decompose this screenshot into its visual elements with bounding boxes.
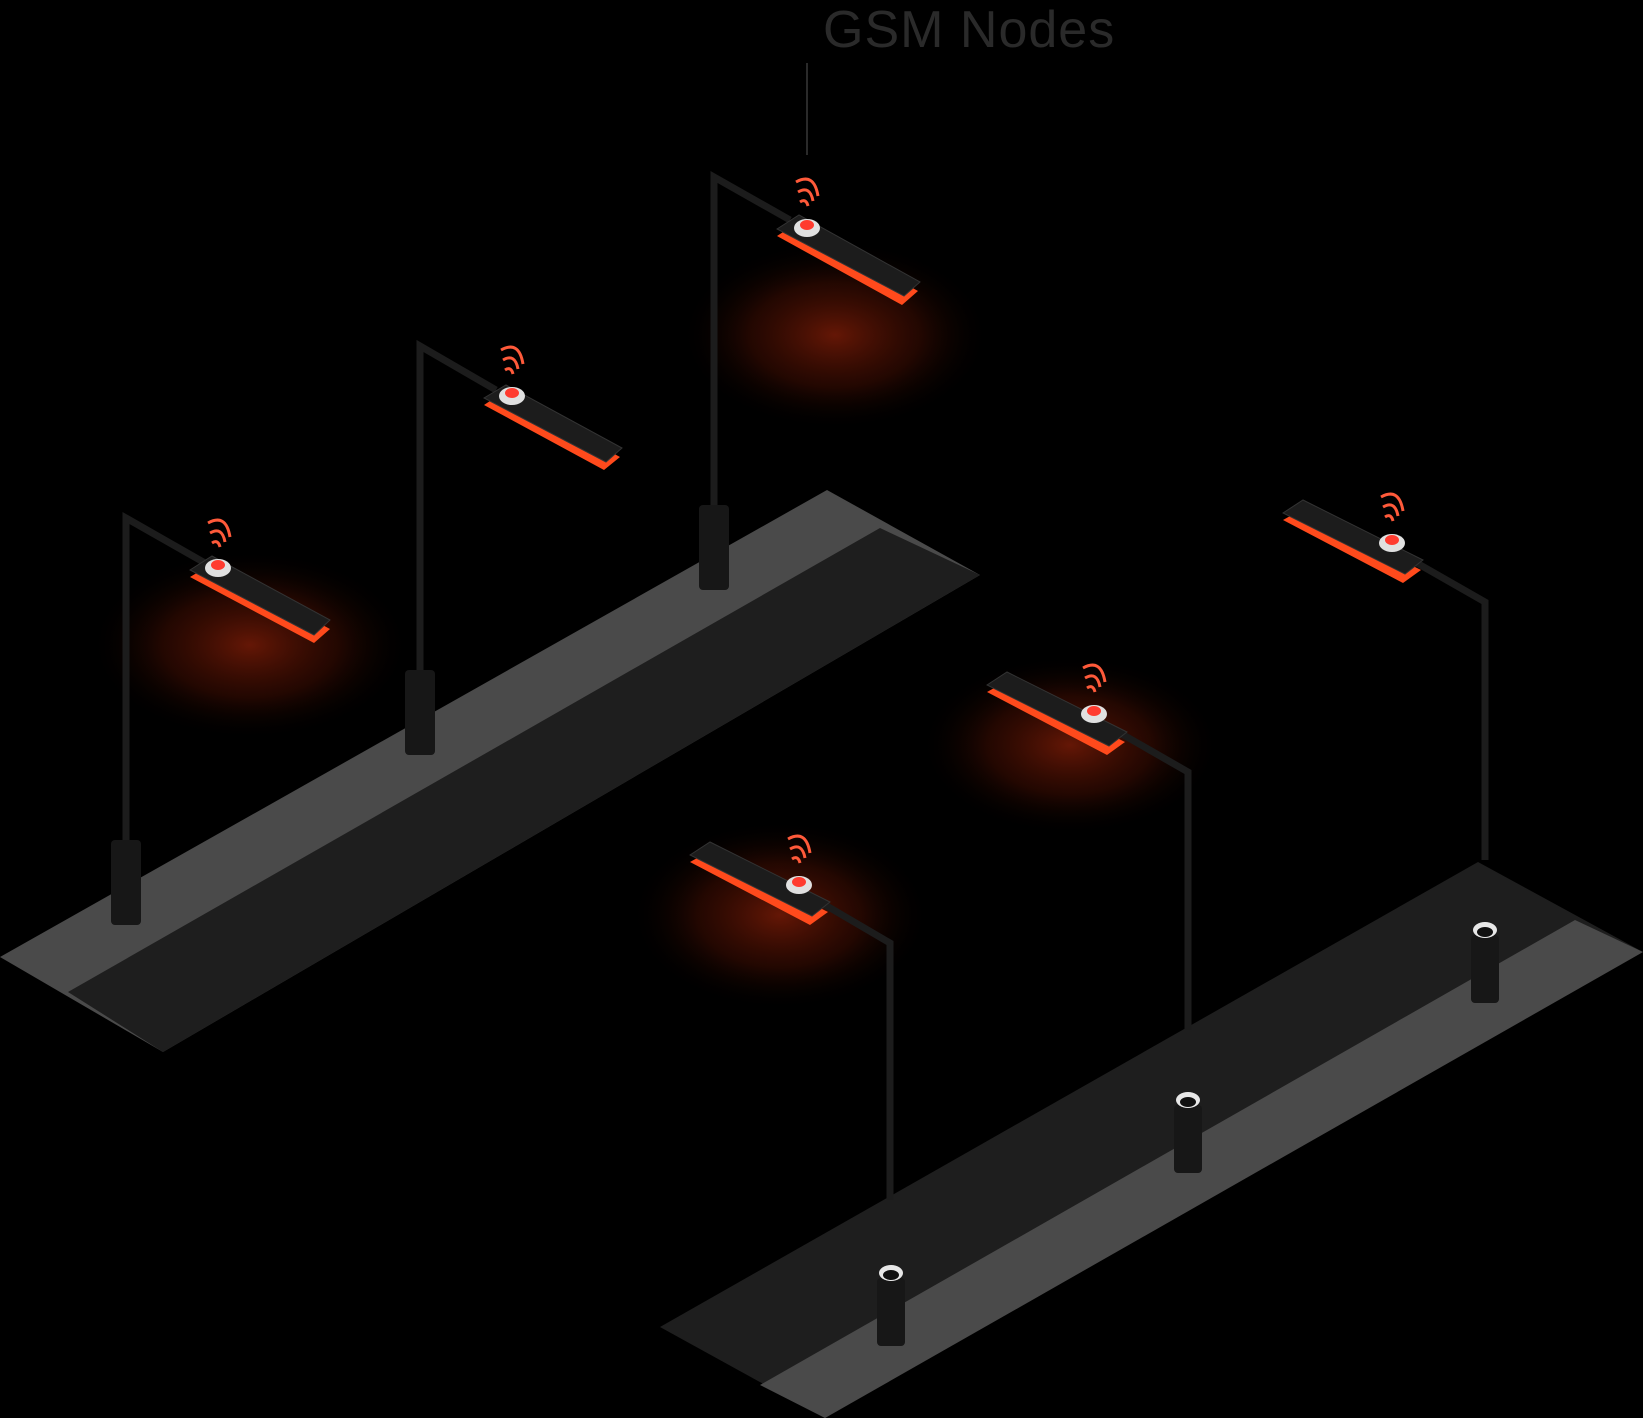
gsm-node-icon xyxy=(1379,534,1405,552)
gsm-node-icon xyxy=(205,559,231,577)
gsm-node-icon xyxy=(1081,705,1107,723)
wifi-signal-icon xyxy=(1082,663,1107,693)
gsm-node-icon xyxy=(499,387,525,405)
street-lamp-icon xyxy=(1281,499,1499,1003)
gsm-nodes-label: GSM Nodes xyxy=(823,1,1116,59)
street-lamp-icon xyxy=(405,339,623,755)
wifi-signal-icon xyxy=(1380,492,1405,522)
gsm-node-icon xyxy=(794,219,820,237)
street-lamp-icon xyxy=(688,841,905,1346)
street-lamp-icon xyxy=(985,671,1202,1173)
wifi-signal-icon xyxy=(787,834,812,864)
wifi-signal-icon xyxy=(500,345,525,375)
light-glows xyxy=(90,240,1220,1010)
left-road xyxy=(0,490,980,1052)
wifi-signal-icon xyxy=(207,518,232,548)
wifi-signal-icon xyxy=(795,177,820,207)
street-lamp-icon xyxy=(111,511,331,925)
gsm-node-icon xyxy=(786,876,812,894)
